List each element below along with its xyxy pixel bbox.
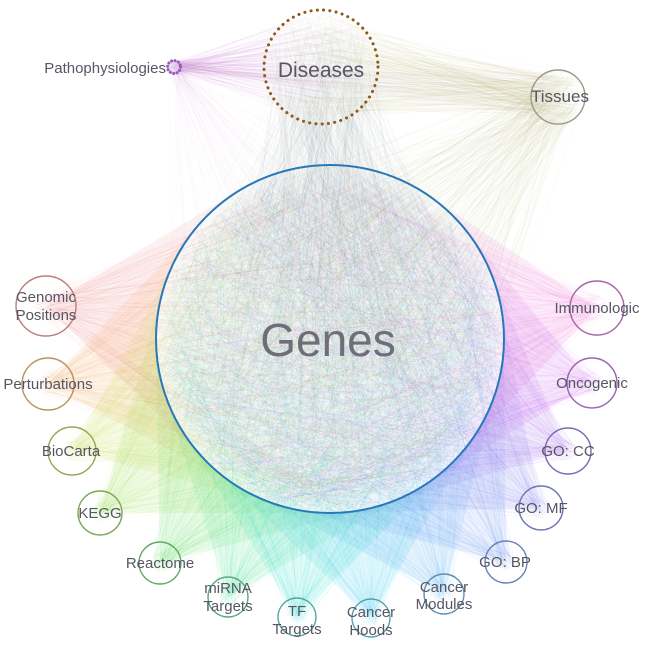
label-tissues: Tissues — [531, 87, 589, 106]
node-go-bp[interactable] — [484, 540, 528, 584]
node-cancer-hoods[interactable] — [351, 598, 391, 638]
label-mirna-targets: miRNA — [204, 580, 252, 597]
labels: Genes Pathophysiologies DiseasesTissuesGen… — [3, 59, 640, 639]
node-reactome[interactable] — [138, 541, 182, 585]
node-oncogenic[interactable] — [566, 357, 618, 409]
label-cancer-hoods: Hoods — [349, 622, 392, 639]
fan-perturbations — [48, 221, 245, 491]
fan-biocarta — [72, 259, 283, 507]
label-tf-targets: Targets — [272, 621, 321, 638]
node-mirna-targets[interactable] — [207, 576, 249, 618]
fan-kegg — [100, 294, 327, 513]
label-diseases: Diseases — [278, 59, 364, 82]
label-cancer-hoods: Cancer — [347, 604, 395, 621]
label-genomic-positions: Genomic — [16, 289, 77, 306]
node-immunologic[interactable] — [569, 280, 625, 336]
node-tissues[interactable] — [530, 69, 586, 125]
label-biocarta: BioCarta — [42, 443, 101, 460]
fan-mirna-targets — [164, 393, 414, 597]
node-go-mf[interactable] — [518, 485, 564, 531]
fan-wedges — [46, 165, 597, 618]
label-kegg: KEGG — [78, 505, 121, 522]
fan-oncogenic — [423, 230, 592, 486]
fan-reactome — [156, 345, 371, 563]
node-genomic-positions[interactable] — [15, 275, 77, 337]
nodes — [15, 8, 625, 638]
node-kegg[interactable] — [77, 490, 123, 536]
edge-lines — [32, 12, 610, 627]
node-pathophysiologies[interactable] — [166, 59, 182, 75]
node-genes[interactable] — [155, 164, 505, 514]
label-mirna-targets: Targets — [203, 598, 252, 615]
fan-tf-targets — [183, 433, 451, 617]
node-perturbations[interactable] — [21, 357, 75, 411]
label-reactome: Reactome — [126, 555, 194, 572]
label-go-bp: GO: BP — [479, 554, 531, 571]
node-diseases[interactable] — [262, 8, 380, 126]
label-cancer-modules: Modules — [416, 596, 473, 613]
fan-go-mf — [337, 308, 541, 513]
label-perturbations: Perturbations — [3, 376, 92, 393]
label-go-mf: GO: MF — [514, 500, 567, 517]
label-tf-targets: TF — [288, 603, 306, 620]
node-tf-targets[interactable] — [277, 597, 317, 637]
genes-fill — [156, 165, 504, 513]
fan-go-bp — [291, 340, 506, 562]
label-immunologic: Immunologic — [554, 300, 640, 317]
label-oncogenic: Oncogenic — [556, 375, 628, 392]
label-genes: Genes — [260, 314, 396, 366]
fan-genomic-positions — [46, 191, 238, 462]
fan-cancer-modules — [252, 385, 498, 594]
fan-immunologic — [429, 196, 597, 456]
label-cancer-modules: Cancer — [420, 579, 468, 596]
fan-cancer-hoods — [212, 428, 480, 618]
hairball — [164, 170, 498, 509]
node-biocarta[interactable] — [47, 426, 97, 476]
node-go-cc[interactable] — [544, 427, 592, 475]
node-cancer-modules[interactable] — [423, 573, 465, 615]
label-pathophysiologies: Pathophysiologies — [44, 60, 166, 77]
fan-go-cc — [381, 272, 568, 506]
label-go-cc: GO: CC — [541, 443, 595, 460]
label-genomic-positions: Positions — [16, 307, 77, 324]
